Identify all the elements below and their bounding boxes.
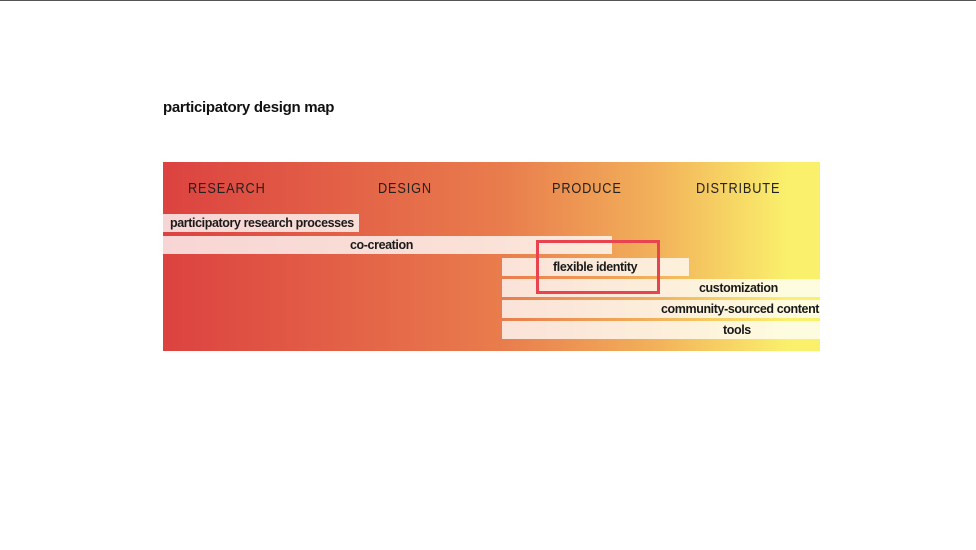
activity-label: community-sourced content — [661, 302, 820, 316]
highlight-frame — [536, 240, 660, 294]
activity-bar-tools: tools — [502, 321, 820, 339]
activity-bar-flexible-identity: flexible identity — [502, 258, 689, 276]
top-divider — [0, 0, 976, 1]
phase-distribute: DISTRIBUTE — [696, 180, 781, 197]
activity-bar-participatory-research: participatory research processes — [163, 214, 359, 232]
design-map: RESEARCH DESIGN PRODUCE DISTRIBUTE parti… — [163, 162, 820, 351]
activity-label: customization — [699, 281, 778, 295]
activity-label: tools — [723, 323, 751, 337]
phase-design: DESIGN — [378, 180, 432, 197]
activity-label: participatory research processes — [170, 216, 354, 230]
activity-bar-community-sourced-content: community-sourced content — [502, 300, 820, 318]
activity-bar-co-creation: co-creation — [163, 236, 612, 254]
phase-research: RESEARCH — [188, 180, 266, 197]
activity-label: co-creation — [350, 238, 413, 252]
activity-label: flexible identity — [553, 260, 638, 274]
phase-produce: PRODUCE — [552, 180, 622, 197]
diagram-title: participatory design map — [163, 99, 335, 116]
